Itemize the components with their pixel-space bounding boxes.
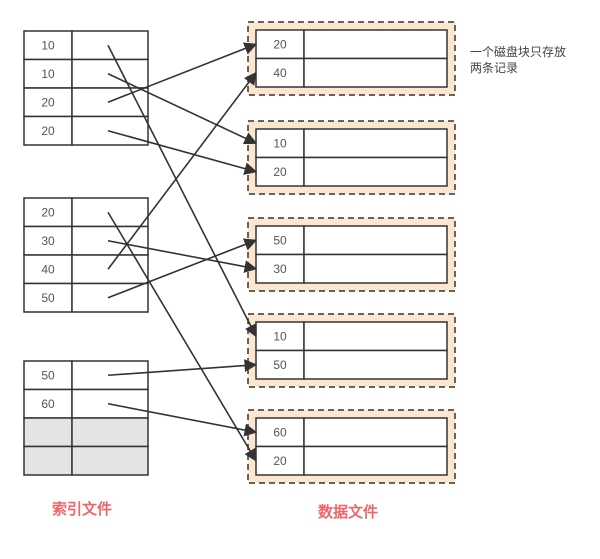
data-key: 10: [273, 136, 287, 150]
pointer-arrow: [107, 129, 258, 175]
index-pointer-cell: [71, 254, 149, 285]
data-block: 50 30: [247, 217, 456, 292]
index-pointer-cell: [71, 30, 149, 61]
data-key: 20: [273, 165, 287, 179]
pointer-arrow: [107, 238, 258, 299]
data-key: 20: [273, 37, 287, 51]
index-pointer-cell: [71, 115, 149, 146]
data-record-cell: [303, 57, 448, 88]
data-key: 60: [273, 425, 287, 439]
pointer-arrow: [107, 44, 257, 338]
index-pointer-cell: [71, 445, 149, 476]
data-record-cell: [303, 128, 448, 159]
data-key: 40: [273, 66, 287, 80]
pointer-arrow: [107, 402, 258, 437]
index-key: 50: [41, 368, 55, 382]
index-key: 20: [41, 124, 55, 138]
index-key: 40: [41, 262, 55, 276]
data-file-caption: 数据文件: [318, 503, 379, 521]
data-record-cell: [303, 29, 448, 60]
data-block: 10 50: [247, 313, 456, 388]
data-key-cell: [255, 417, 305, 448]
note-line-1: 一个磁盘块只存放: [470, 45, 567, 59]
data-block: 10 20: [247, 120, 456, 195]
data-key-cell: [255, 349, 305, 380]
pointer-arrow: [107, 211, 257, 462]
index-key: 50: [41, 291, 55, 305]
index-key-cell: [23, 445, 73, 476]
index-pointer-cell: [71, 58, 149, 89]
pointer-arrow: [107, 71, 257, 270]
data-block: 60 20: [247, 409, 456, 484]
data-key: 30: [273, 262, 287, 276]
index-group: 20 30 40 50: [23, 197, 149, 313]
data-key: 10: [273, 329, 287, 343]
pointer-arrow: [107, 239, 258, 273]
index-group: 50 60: [23, 360, 149, 476]
index-key: 30: [41, 234, 55, 248]
data-record-cell: [303, 417, 448, 448]
index-key: 20: [41, 95, 55, 109]
index-key-cell: [23, 225, 73, 256]
data-record-cell: [303, 445, 448, 476]
index-pointer-cell: [71, 197, 149, 228]
data-key: 50: [273, 233, 287, 247]
data-record-cell: [303, 253, 448, 284]
data-record-cell: [303, 225, 448, 256]
pointer-arrow: [107, 73, 258, 145]
data-key-cell: [255, 57, 305, 88]
data-record-cell: [303, 321, 448, 352]
data-key: 50: [273, 358, 287, 372]
data-record-cell: [303, 156, 448, 187]
note-line-2: 两条记录: [470, 61, 519, 75]
index-key-cell: [23, 197, 73, 228]
index-key-cell: [23, 417, 73, 448]
pointer-arrow: [107, 359, 258, 377]
index-key: 60: [41, 397, 55, 411]
index-key: 20: [41, 205, 55, 219]
index-file-caption: 索引文件: [52, 500, 113, 518]
index-group: 10 10 20 20: [23, 30, 149, 146]
data-record-cell: [303, 349, 448, 380]
index-key-cell: [23, 115, 73, 146]
data-key: 20: [273, 454, 287, 468]
index-key: 10: [41, 67, 55, 81]
pointer-arrow: [107, 42, 258, 103]
index-key-cell: [23, 30, 73, 61]
index-key-cell: [23, 58, 73, 89]
index-pointer-cell: [71, 417, 149, 448]
disk-block-note: 一个磁盘块只存放 两条记录: [470, 44, 580, 76]
index-key: 10: [41, 38, 55, 52]
